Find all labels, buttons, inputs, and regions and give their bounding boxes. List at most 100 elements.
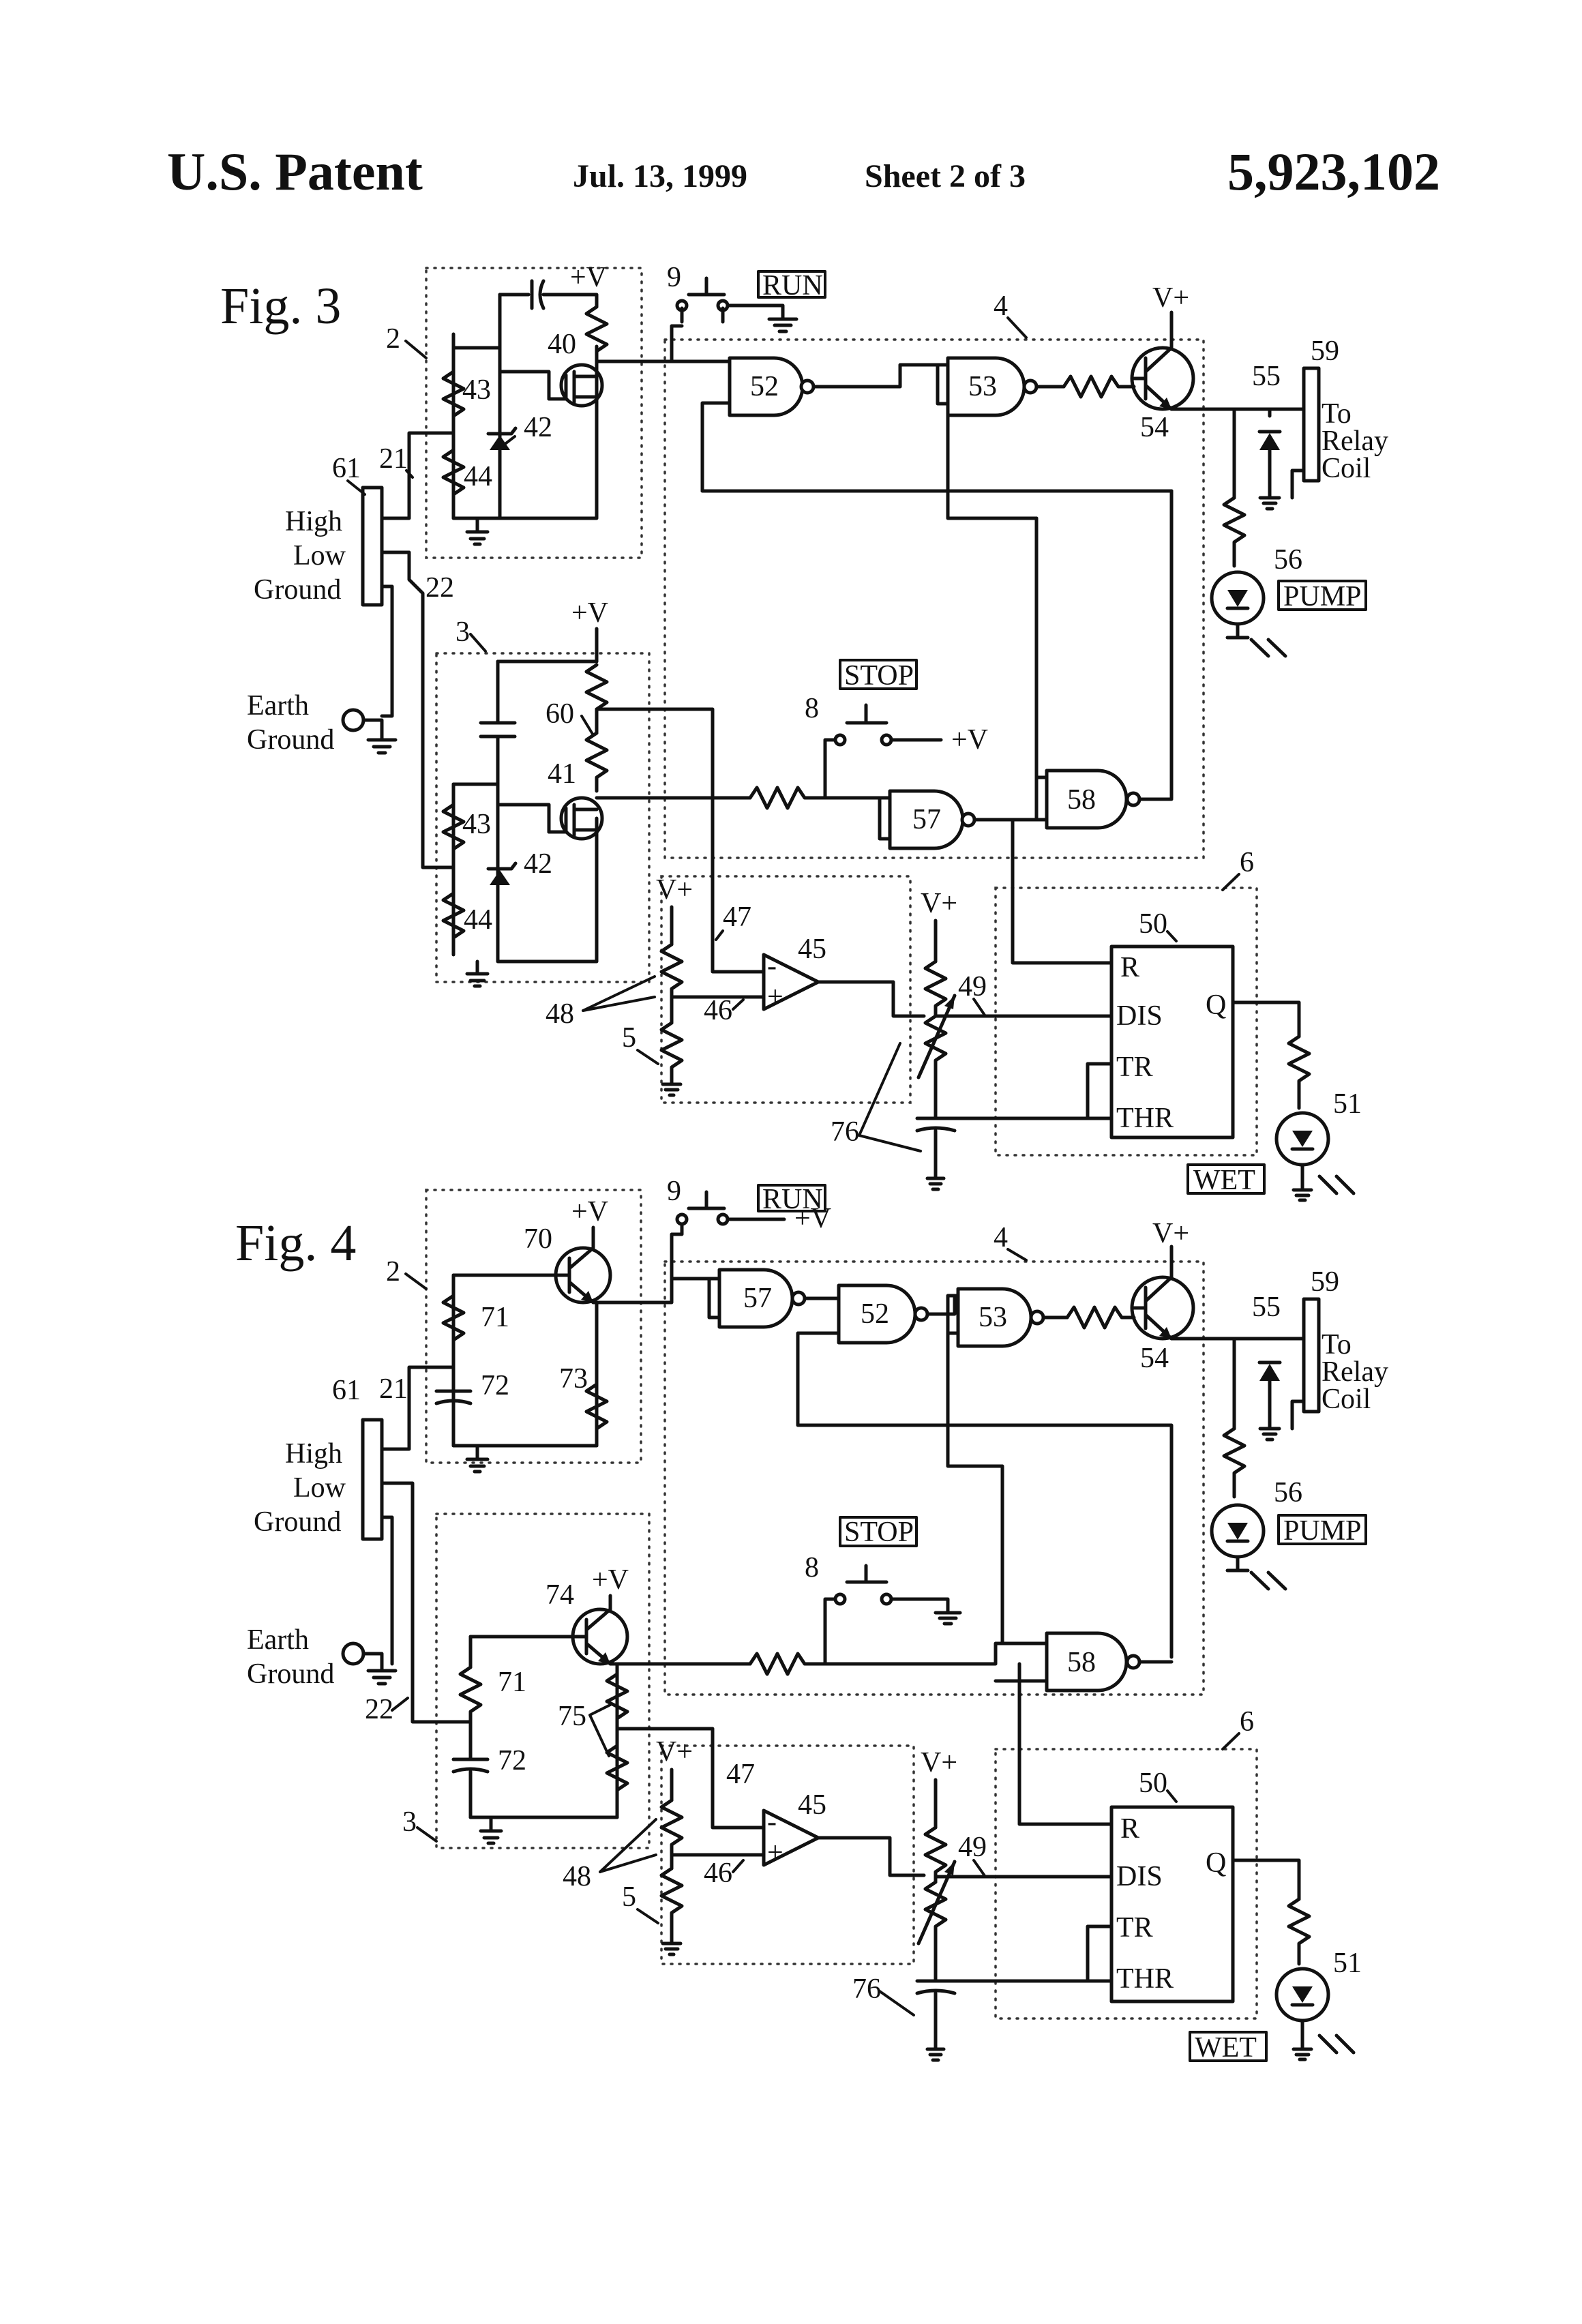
label-8: 8 [805,693,819,724]
relay-label-1-f4: To [1322,1329,1352,1360]
stop-label[interactable]: STOP [844,660,914,691]
label-41: 41 [548,758,576,790]
run-label[interactable]: RUN [762,270,823,301]
resistor-71b [458,1665,483,1724]
potentiometer-48 [659,942,684,1025]
header-patent-number: 5,923,102 [1227,142,1440,201]
label-5-pot: 5 [622,1022,636,1054]
stop-button[interactable] [845,703,889,725]
label-9-f4: 9 [667,1176,681,1207]
label-54: 54 [1140,412,1169,443]
pin-tr: TR [1116,1052,1153,1083]
resistor-58-input-f4 [748,1641,1049,1676]
run-button[interactable] [680,276,726,324]
resistor-44b [441,891,466,940]
comparator-45-f4 [762,1808,820,1867]
zener-42b [490,870,510,885]
earth-terminal-f4 [341,1641,365,1666]
label-60: 60 [546,698,574,730]
stop-button-f4[interactable] [845,1564,889,1584]
pin-r-f4: R [1120,1813,1139,1845]
vplus-49: V+ [921,888,957,919]
label-52-f4: 52 [861,1298,889,1330]
connector-ground-label: Ground [254,574,341,606]
capacitor-72 [434,1389,473,1448]
connector-ground-f4: Ground [254,1506,341,1538]
resistor-75a [605,1672,629,1731]
label-58: 58 [1067,784,1096,816]
module-4-box-f4 [663,1260,1205,1696]
pin-q: Q [1206,989,1226,1021]
label-47-f4: 47 [726,1759,755,1790]
vplus-54-f4: V+ [1152,1218,1189,1249]
capacitor-76 [915,1116,957,1180]
pump-label-f4: PUMP [1283,1515,1361,1547]
relay-label-1: To [1322,398,1352,430]
label-71-f4a: 71 [481,1302,509,1333]
variable-resistor-49b-f4 [923,1880,948,1983]
module-3-box [435,652,651,983]
label-51: 51 [1333,1088,1362,1120]
label-42b: 42 [524,848,552,880]
label-48-f4: 48 [563,1861,591,1892]
figure-3: Fig. 3 2 3 4 5 6 61 High Low Ground 21 2… [220,262,1388,1202]
label-vplus-54: V+ [1152,282,1189,314]
label-61-f4: 61 [332,1375,361,1406]
label-44: 44 [464,461,492,492]
earth-label-2: Ground [247,724,334,756]
transistor-54 [1130,346,1195,411]
resistor-60 [584,663,609,735]
potentiometer-48-f4 [659,1798,684,1871]
label-45-f4: 45 [798,1789,826,1821]
stop-label-box-f4[interactable] [839,1516,918,1547]
label-3: 3 [456,616,470,648]
resistor-60b [584,731,609,793]
earth-label-1: Earth [247,690,309,721]
timer-555-50 [1109,944,1235,1139]
module-3-box-f4 [435,1513,651,1849]
resistor-73 [584,1382,609,1448]
label-52: 52 [750,371,779,402]
label-53: 53 [968,371,997,402]
run-label-box[interactable] [757,270,826,299]
mosfet-41-ring [559,796,604,841]
label-44b: 44 [464,904,492,936]
label-21: 21 [379,443,408,475]
relay-label-3: Coil [1322,453,1371,484]
resistor-57-input [748,786,882,810]
label-72-f4b: 72 [498,1745,526,1776]
label-76-f4: 76 [852,1973,881,2005]
pin-q-f4: Q [1206,1847,1226,1879]
label-6-f4: 6 [1240,1706,1254,1738]
figure-4-title: Fig. 4 [235,1215,356,1272]
run-label-f4[interactable]: RUN [762,1184,823,1215]
earth-terminal [341,708,365,732]
run-button-f4[interactable] [687,1190,726,1210]
label-48: 48 [546,998,574,1030]
figure-3-title: Fig. 3 [220,278,341,335]
wet-label-box-f4 [1189,2031,1268,2062]
capacitor-c3 [479,721,517,786]
label-57: 57 [912,804,941,835]
pin-thr-f4: THR [1116,1963,1174,1995]
label-59-f4: 59 [1311,1266,1339,1298]
connector-high-label: High [285,506,342,537]
label-58-f4: 58 [1067,1647,1096,1678]
label-55-f4: 55 [1252,1292,1281,1323]
label-47: 47 [723,902,751,933]
label-61: 61 [332,453,361,484]
stop-label-box[interactable] [839,659,918,690]
stop-label-f4[interactable]: STOP [844,1517,914,1548]
capacitor-c2 [530,279,546,310]
resistor-43 [441,370,466,418]
pin-r: R [1120,952,1139,983]
label-76: 76 [831,1116,859,1148]
wet-label-box [1186,1163,1266,1195]
resistor-71 [441,1294,466,1369]
run-label-box-f4[interactable] [757,1184,826,1212]
relay-label-3-f4: Coil [1322,1384,1371,1415]
resistor-base-54-f4 [1065,1305,1136,1330]
relay-label-2: Relay [1322,426,1388,457]
resistor-base-54 [1062,374,1136,399]
